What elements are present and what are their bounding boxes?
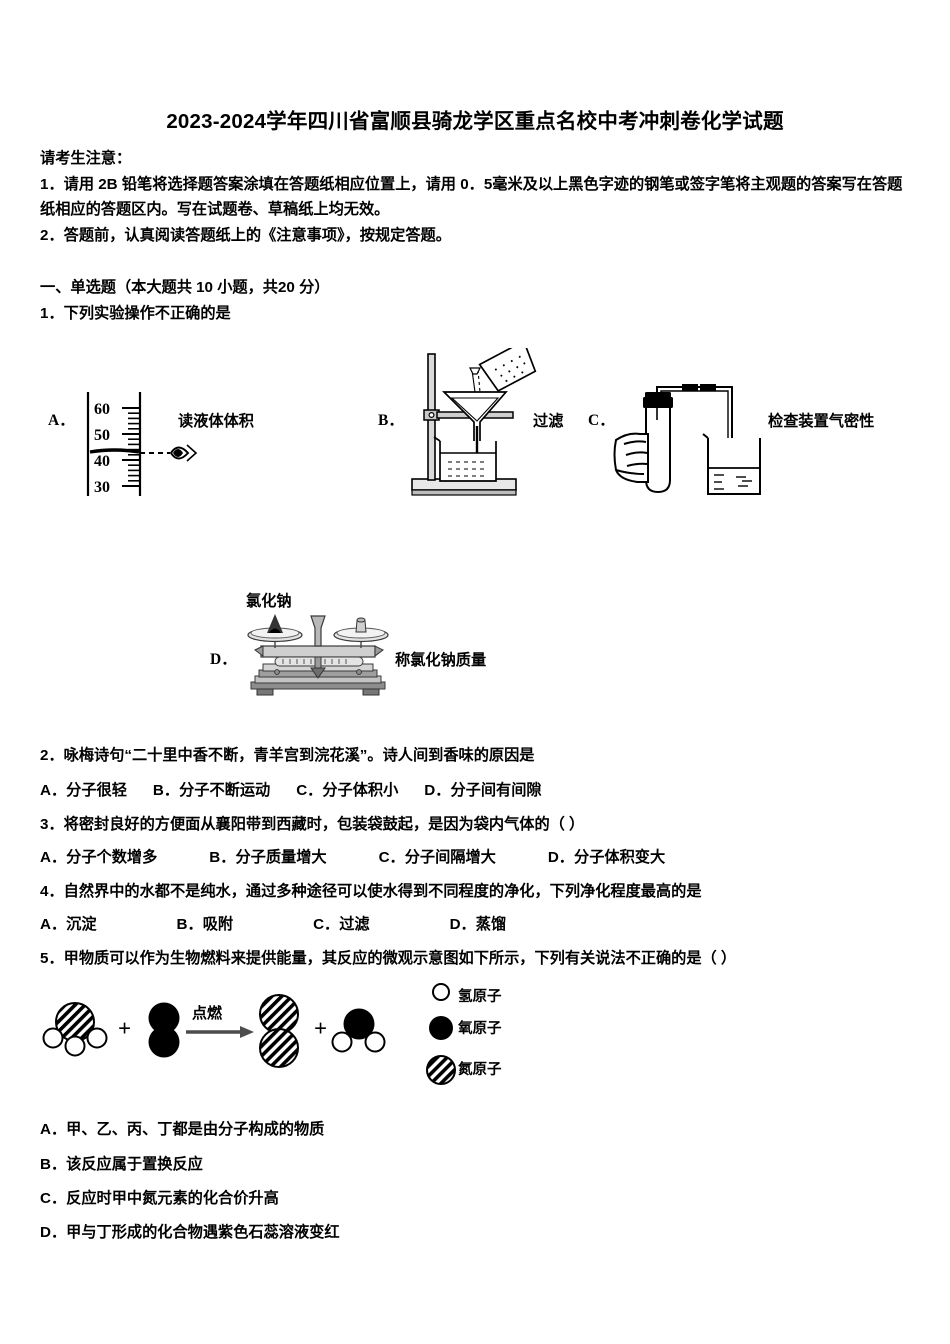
plus-sign-1: + <box>118 1016 131 1041</box>
candidate-notice: 请考生注意： 1．请用 2B 铅笔将选择题答案涂填在答题纸相应位置上，请用 0．… <box>40 146 916 248</box>
svg-text:50: 50 <box>94 427 110 444</box>
reaction-condition-label: 点燃 <box>192 1004 223 1022</box>
graduated-cylinder-reading-icon: 60 50 40 30 <box>78 388 188 503</box>
question-1-option-b-label[interactable]: B． <box>378 412 404 429</box>
question-4-stem: 4．自然界中的水都不是纯水，通过多种途径可以使水得到不同程度的净化，下列净化程度… <box>40 883 702 900</box>
question-3-option-c-text[interactable]: 分子间隔增大 <box>404 849 496 866</box>
question-2-option-c-text[interactable]: 分子体积小 <box>322 782 399 799</box>
question-1-option-c-caption: 检查装置气密性 <box>768 413 875 430</box>
question-5-option-a-label: A． <box>40 1121 67 1138</box>
question-5-option-a-text: 甲、乙、丙、丁都是由分子构成的物质 <box>66 1121 325 1138</box>
notice-line-2: 2．答题前，认真阅读答题纸上的《注意事项》，按规定答题。 <box>40 226 451 244</box>
molecule-legend <box>425 978 465 1093</box>
question-5-option-a[interactable]: A．甲、乙、丙、丁都是由分子构成的物质 <box>40 1117 324 1139</box>
question-5-stem: 5．甲物质可以作为生物燃料来提供能量，其反应的微观示意图如下所示，下列有关说法不… <box>40 950 737 967</box>
question-3-option-a-label[interactable]: A． <box>40 849 67 866</box>
question-1-option-a-caption: 读液体体积 <box>178 413 254 430</box>
notice-line-1: 1．请用 2B 铅笔将选择题答案涂填在答题纸相应位置上，请用 0．5毫米及以上黑… <box>40 175 903 219</box>
notice-heading: 请考生注意： <box>40 150 132 167</box>
question-5-option-d-text: 甲与丁形成的化合物遇紫色石蕊溶液变红 <box>66 1224 340 1241</box>
question-4-options: A．沉淀 B．吸附 C．过滤 D．蒸馏 <box>40 912 506 934</box>
filled-circle-icon <box>429 1016 453 1040</box>
question-4-option-d-label[interactable]: D． <box>449 916 476 933</box>
question-3-option-a-text[interactable]: 分子个数增多 <box>66 849 158 866</box>
question-3-option-b-label[interactable]: B． <box>209 849 236 866</box>
page-title: 2023-2024学年四川省富顺县骑龙学区重点名校中考冲刺卷化学试题 <box>166 110 784 133</box>
question-3-option-d-label[interactable]: D． <box>547 849 574 866</box>
question-4-option-d-text[interactable]: 蒸馏 <box>475 916 507 933</box>
question-3-stem: 3．将密封良好的方便面从襄阳带到西藏时，包装袋鼓起，是因为袋内气体的（ ） <box>40 816 585 833</box>
question-2-option-a-label[interactable]: A． <box>40 782 67 799</box>
question-1-option-d-label[interactable]: D． <box>210 651 237 668</box>
question-5-option-c-text: 反应时甲中氮元素的化合价升高 <box>66 1190 279 1207</box>
question-4-option-b-label[interactable]: B． <box>176 916 203 933</box>
question-2-option-c-label[interactable]: C． <box>296 782 323 799</box>
question-2-option-d-label[interactable]: D． <box>424 782 451 799</box>
svg-text:30: 30 <box>94 479 110 496</box>
question-1-option-c-label[interactable]: C． <box>588 412 615 429</box>
question-2-option-d-text[interactable]: 分子间有间隙 <box>450 782 542 799</box>
question-3-option-b-text[interactable]: 分子质量增大 <box>235 849 327 866</box>
question-1-option-a-label[interactable]: A． <box>48 412 75 429</box>
question-1-stem: 1．下列实验操作不正确的是 <box>40 305 231 322</box>
question-4-option-a-label[interactable]: A． <box>40 916 67 933</box>
question-5-option-d-label: D． <box>40 1224 67 1241</box>
molecule-oxygen <box>148 1002 180 1058</box>
question-1-option-d-caption: 称氯化钠质量 <box>395 652 487 669</box>
balance-scale-icon <box>245 608 393 704</box>
question-4-option-c-label[interactable]: C． <box>313 916 340 933</box>
question-2-option-b-text[interactable]: 分子不断运动 <box>179 782 271 799</box>
molecule-ammonia <box>42 1002 108 1057</box>
open-circle-icon <box>432 983 450 1001</box>
question-2-option-b-label[interactable]: B． <box>152 782 180 799</box>
molecule-nitrogen <box>259 994 299 1068</box>
question-5-option-c[interactable]: C．反应时甲中氮元素的化合价升高 <box>40 1186 279 1208</box>
legend-label-nitrogen: 氮原子 <box>458 1062 502 1078</box>
question-2-option-a-text[interactable]: 分子很轻 <box>66 782 127 799</box>
svg-text:40: 40 <box>94 453 110 470</box>
question-3-options: A．分子个数增多 B．分子质量增大 C．分子间隔增大 D．分子体积变大 <box>40 845 665 867</box>
question-3-option-d-text[interactable]: 分子体积变大 <box>574 849 666 866</box>
question-5-option-b-label: B． <box>40 1156 67 1173</box>
question-3-option-c-label[interactable]: C． <box>378 849 405 866</box>
molecule-water <box>331 1008 386 1053</box>
question-4-option-a-text[interactable]: 沉淀 <box>66 916 97 933</box>
molecular-reaction-diagram: + 点燃 + <box>42 986 392 1078</box>
question-2-stem: 2．咏梅诗句“二十里中香不断，青羊宫到浣花溪”。诗人间到香味的原因是 <box>40 747 535 764</box>
filtration-apparatus-icon <box>408 348 538 500</box>
question-1-option-b-caption: 过滤 <box>533 413 564 430</box>
sodium-chloride-annotation: 氯化钠 <box>246 593 292 610</box>
question-2-options: A．分子很轻 B．分子不断运动 C．分子体积小 D．分子间有间隙 <box>40 778 542 800</box>
question-4-option-b-text[interactable]: 吸附 <box>202 916 234 933</box>
plus-sign-2: + <box>314 1016 327 1041</box>
question-5-option-b-text: 该反应属于置换反应 <box>66 1156 203 1173</box>
svg-text:60: 60 <box>94 401 110 418</box>
question-5-option-b[interactable]: B．该反应属于置换反应 <box>40 1152 203 1174</box>
legend-label-hydrogen: 氢原子 <box>458 989 502 1005</box>
hatched-circle-icon <box>426 1055 456 1085</box>
section-heading: 一、单选题（本大题共 10 小题，共20 分） <box>40 279 330 296</box>
question-5-option-c-label: C． <box>40 1190 67 1207</box>
eye-sightline-icon <box>140 434 200 468</box>
legend-label-oxygen: 氧原子 <box>458 1021 502 1037</box>
airtightness-test-icon <box>612 382 768 500</box>
question-4-option-c-text[interactable]: 过滤 <box>339 916 370 933</box>
question-5-option-d[interactable]: D．甲与丁形成的化合物遇紫色石蕊溶液变红 <box>40 1220 340 1242</box>
